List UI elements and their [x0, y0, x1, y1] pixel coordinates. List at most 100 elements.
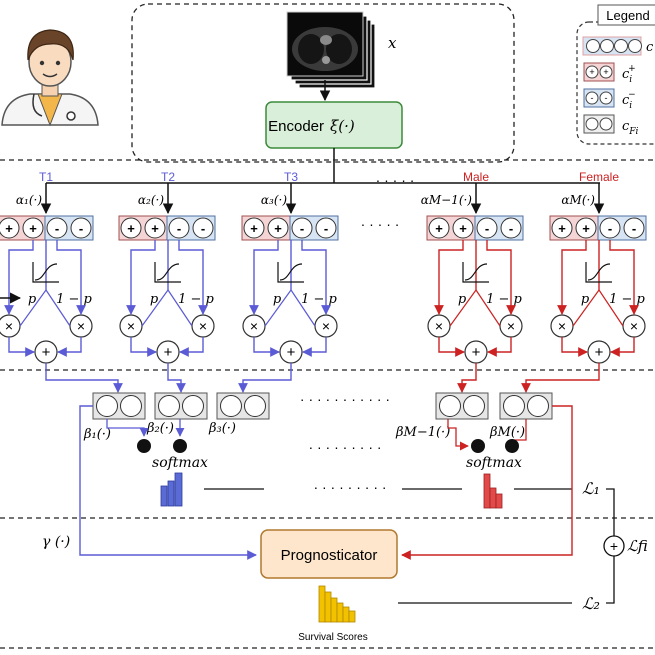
positive-feature-circle: [22, 217, 44, 239]
survival-bar: [348, 610, 356, 623]
fused-circle: [463, 395, 485, 417]
legend-title: Legend: [606, 8, 649, 23]
softmax-node: [137, 439, 151, 453]
feature-sign: -: [79, 221, 83, 236]
svg-text:+: +: [603, 67, 608, 77]
negative-feature-circle: [192, 217, 214, 239]
one-minus-p-label: 1 − p: [609, 292, 645, 307]
survival-bar: [324, 591, 332, 623]
loss-fi-label: ℒfi: [627, 537, 648, 555]
survival-bar: [336, 602, 344, 623]
positive-feature-circle: [144, 217, 166, 239]
gate-to-left: [449, 289, 477, 327]
feature-sign: +: [29, 221, 37, 236]
feature-sign: -: [608, 221, 612, 236]
fused-circle: [244, 395, 266, 417]
svg-text:ci−: ci−: [622, 90, 636, 111]
negative-route: [56, 240, 82, 298]
softmax-input: [514, 419, 527, 441]
legend-item-c: c: [582, 36, 654, 56]
sigmoid-curve: [279, 263, 303, 281]
top-dots: · · · · ·: [376, 172, 415, 188]
task-name: T3: [284, 170, 298, 184]
sigmoid-curve: [156, 263, 180, 281]
beta-label: β₃(·): [208, 421, 236, 436]
sum-right-input: [302, 337, 327, 357]
sigmoid-curve: [464, 263, 488, 281]
encoder-region: [131, 3, 515, 163]
alpha-label: α₃(·): [261, 193, 287, 207]
sigmoid-axes: [585, 262, 612, 283]
p-label: p: [273, 292, 282, 307]
positive-route: [130, 240, 156, 298]
p-label: p: [458, 292, 467, 307]
negative-feature-circle: [291, 217, 313, 239]
feature-sign: -: [485, 221, 489, 236]
positive-route: [8, 240, 34, 298]
multiply-sign: ×: [630, 318, 638, 334]
gate-to-left: [141, 289, 169, 327]
encoder-func: ξ(·): [330, 117, 355, 135]
fused-circle: [439, 395, 461, 417]
multiply-sign: ×: [127, 318, 135, 334]
fused-circle: [503, 395, 525, 417]
sigmoid-axes: [154, 262, 181, 283]
multiply-sign: ×: [77, 318, 85, 334]
demographic-route: [401, 405, 573, 560]
softmax-input: [447, 419, 469, 451]
negative-route: [178, 240, 204, 298]
fused-circle: [182, 395, 204, 417]
positive-route: [253, 240, 279, 298]
gamma-route: [79, 405, 257, 560]
demographic-prob-bar: [483, 473, 491, 509]
positive-feature-circle: [428, 217, 450, 239]
svg-text:-: -: [591, 93, 594, 103]
feature-sign: +: [435, 221, 443, 236]
p-label: p: [28, 292, 37, 307]
encoder-label: Encoder: [268, 118, 324, 135]
gate-to-right: [45, 289, 71, 327]
sum-right-input: [610, 337, 635, 357]
beta-label: β₁(·): [83, 427, 111, 442]
negative-feature-circle: [315, 217, 337, 239]
fusion-route: [167, 363, 186, 393]
feature-sign: -: [632, 221, 636, 236]
survival-bar: [318, 585, 326, 623]
demographic-prob-bar: [495, 493, 503, 509]
fused-feature-1: [92, 392, 146, 420]
positive-feature-circle: [120, 217, 142, 239]
multiply-sign: ×: [322, 318, 330, 334]
sum-sign: +: [595, 344, 604, 361]
fused-feature-5: [499, 392, 553, 420]
feature-sign: +: [151, 221, 159, 236]
alpha-label: αM(·): [561, 193, 595, 207]
feature-sign: +: [459, 221, 467, 236]
task-prob-bar: [167, 480, 175, 507]
fusion-section: · · · · · · · · · · ·β₁(·)β₂(·)β₃(·)βM−1…: [42, 363, 648, 643]
gate-to-right: [290, 289, 316, 327]
prognosticator-box: [260, 529, 398, 579]
fused-dots: · · · · · · · · · · ·: [300, 391, 390, 407]
demographic-prob-bar: [489, 487, 497, 509]
negative-feature-circle: [500, 217, 522, 239]
multiply-sign: ×: [558, 318, 566, 334]
sum-left-input: [8, 337, 35, 357]
positive-feature-circle: [452, 217, 474, 239]
softmax-node: [505, 439, 519, 453]
negative-feature-circle: [46, 217, 68, 239]
negative-feature-circle: [599, 217, 621, 239]
positive-feature-circle: [243, 217, 265, 239]
feature-sign: -: [324, 221, 328, 236]
legend-item-c-fi: cFi: [583, 114, 639, 137]
gate-to-right: [167, 289, 193, 327]
multiply-sign: ×: [250, 318, 258, 334]
legend-item-c-plus: + + ci+: [583, 62, 636, 85]
negative-route: [486, 240, 512, 298]
gate-to-right: [598, 289, 624, 327]
positive-feature-circle: [267, 217, 289, 239]
